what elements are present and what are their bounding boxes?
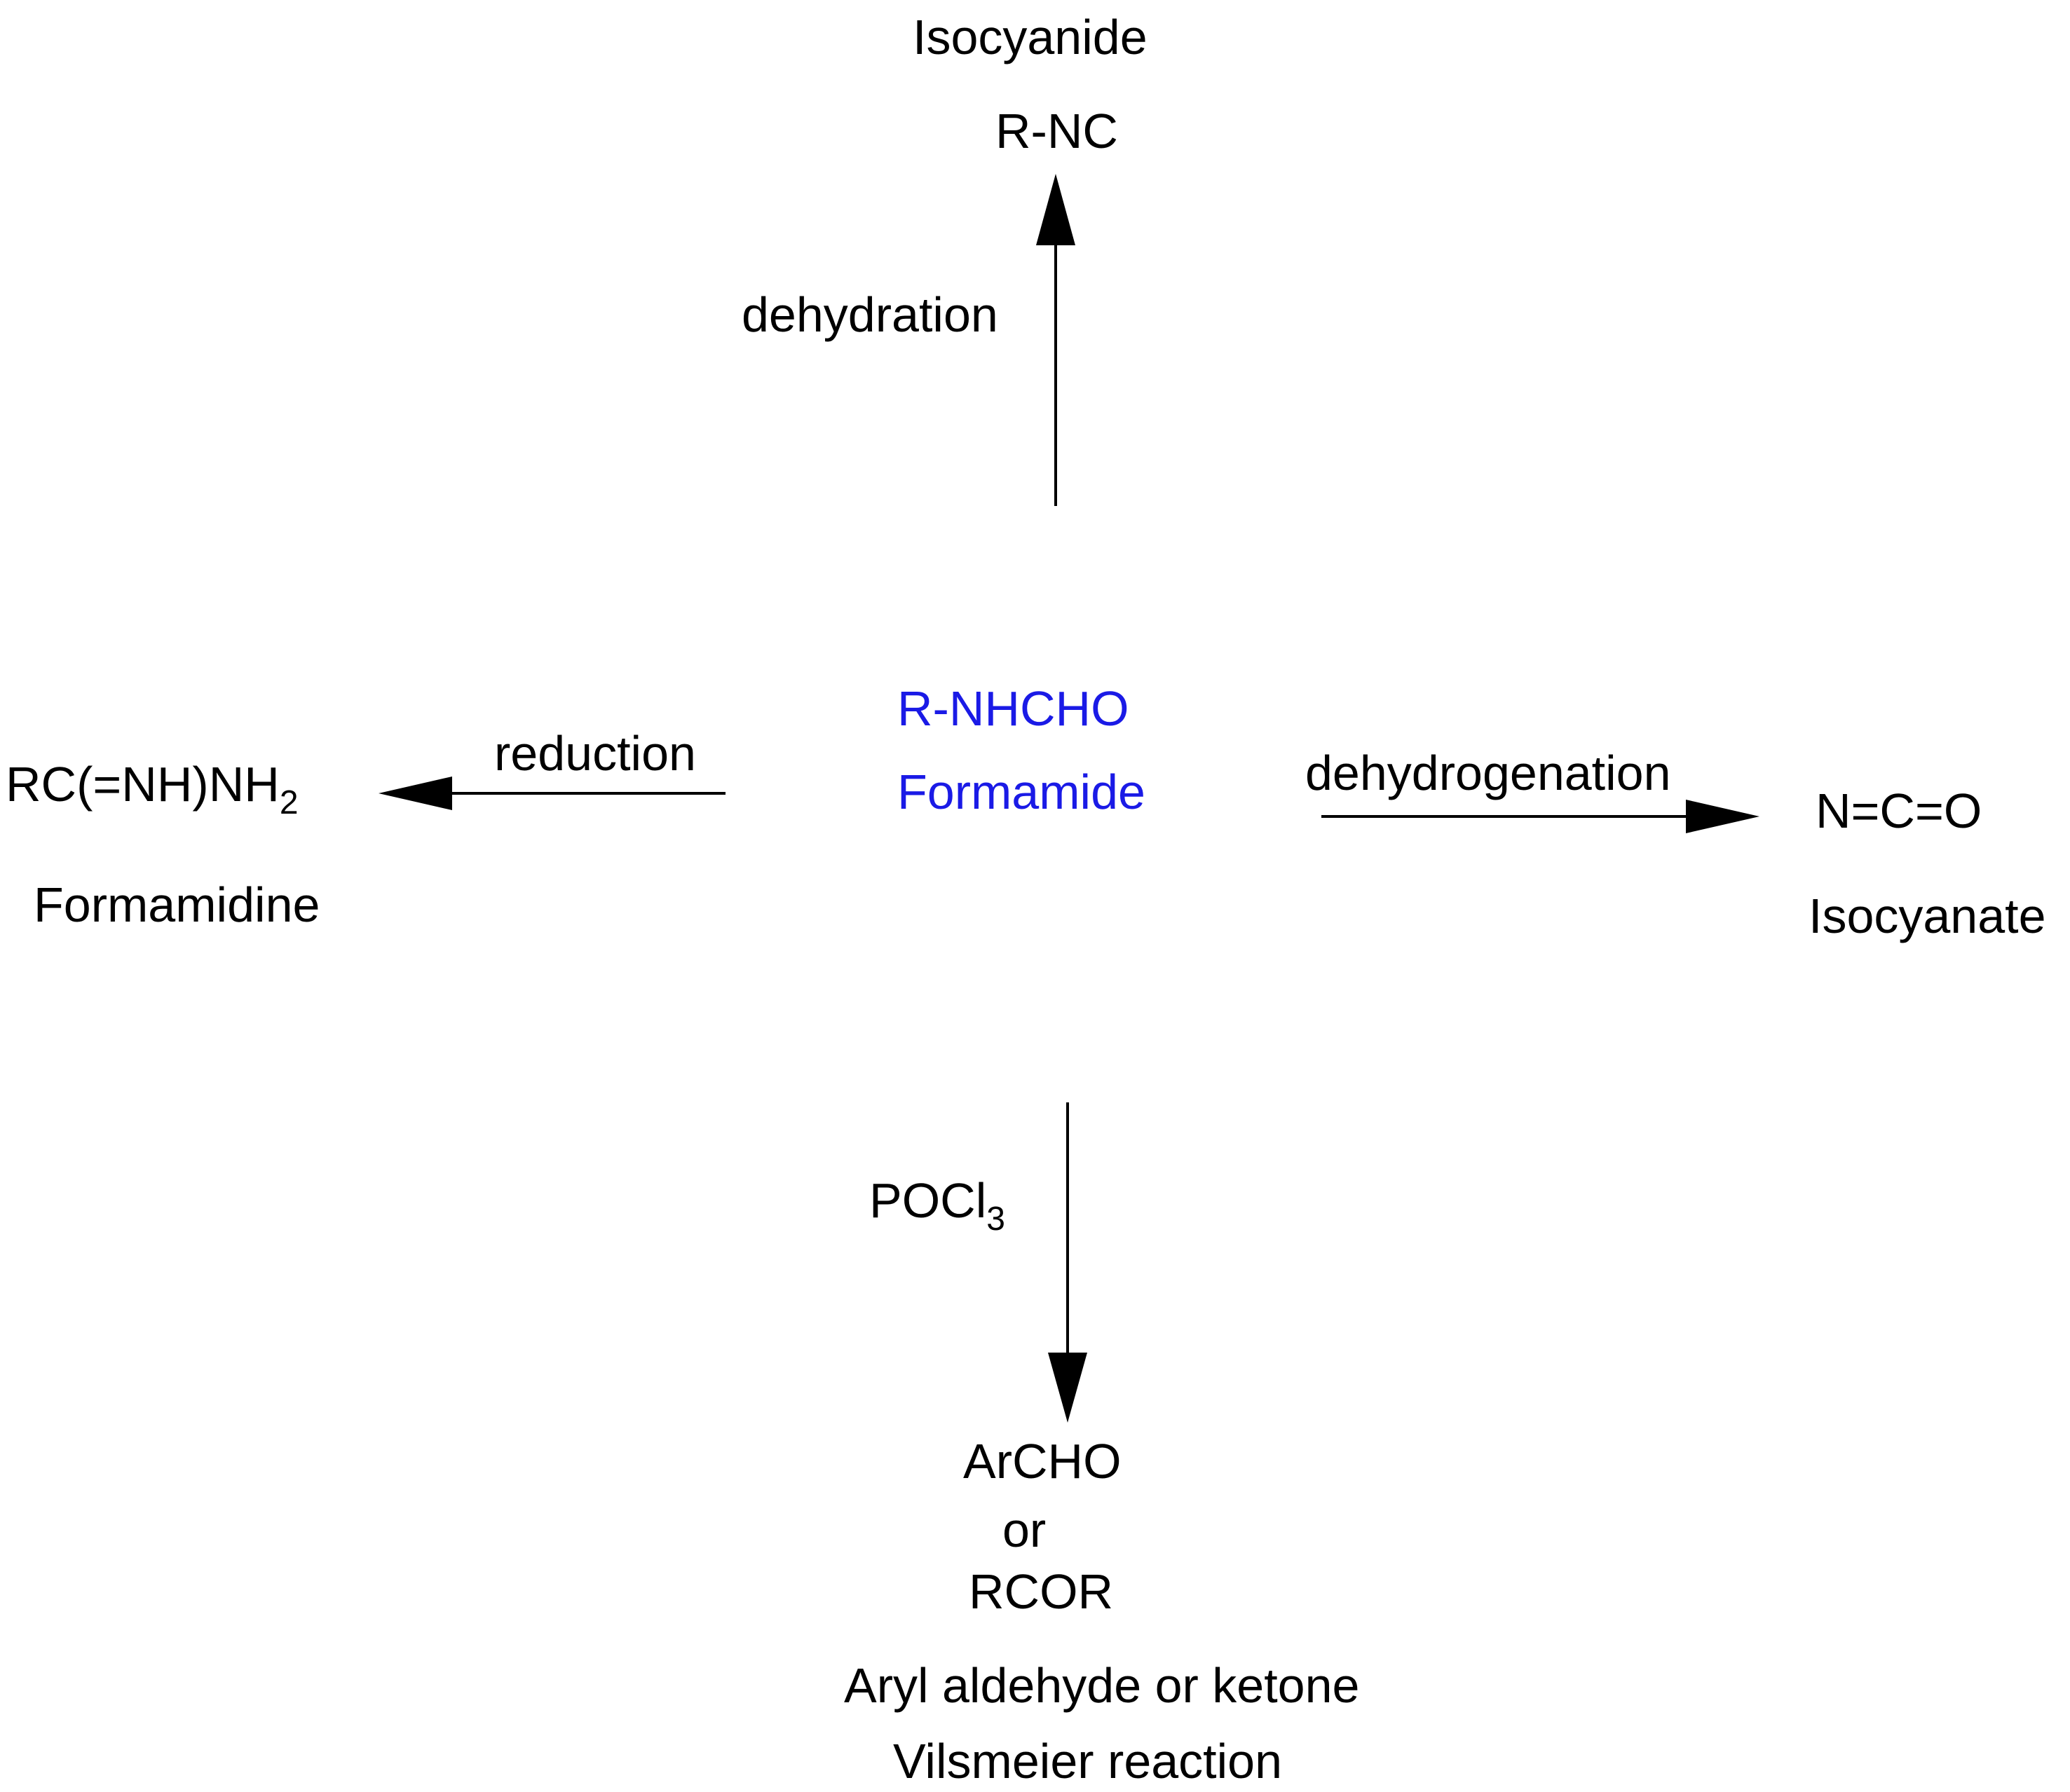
arrow-reduction (379, 777, 726, 810)
bottom-product-name-line2: Vilsmeier reaction (893, 1734, 1283, 1788)
arrow-dehydrogenation (1321, 800, 1759, 833)
bottom-product-line2: or (1002, 1503, 1047, 1557)
arrow-pocl3 (1048, 1102, 1087, 1423)
bottom-product-line1: ArCHO (963, 1434, 1122, 1489)
left-product-formula: RC(=NH)NH2 (6, 757, 299, 820)
bottom-reagent-subscript: 3 (986, 1201, 1005, 1238)
center-formula: R-NHCHO (897, 681, 1129, 736)
bottom-reagent: POCl3 (869, 1173, 1005, 1236)
arrow-dehydration (1036, 174, 1075, 506)
left-product-name: Formamidine (34, 877, 320, 932)
left-formula-subscript: 2 (279, 784, 299, 821)
left-reagent: reduction (494, 726, 696, 781)
bottom-product-name-line1: Aryl aldehyde or ketone (844, 1658, 1360, 1713)
top-product-name: Isocyanide (913, 10, 1148, 64)
right-product-name: Isocyanate (1809, 889, 2046, 943)
left-formula-main: RC(=NH)NH (6, 757, 280, 812)
top-product-formula: R-NC (995, 104, 1118, 158)
right-product-formula: N=C=O (1816, 784, 1982, 838)
top-reagent: dehydration (742, 287, 998, 342)
center-name: Formamide (897, 765, 1145, 819)
right-reagent: dehydrogenation (1305, 746, 1671, 800)
bottom-product-line3: RCOR (969, 1564, 1114, 1619)
bottom-reagent-main: POCl (869, 1173, 987, 1228)
